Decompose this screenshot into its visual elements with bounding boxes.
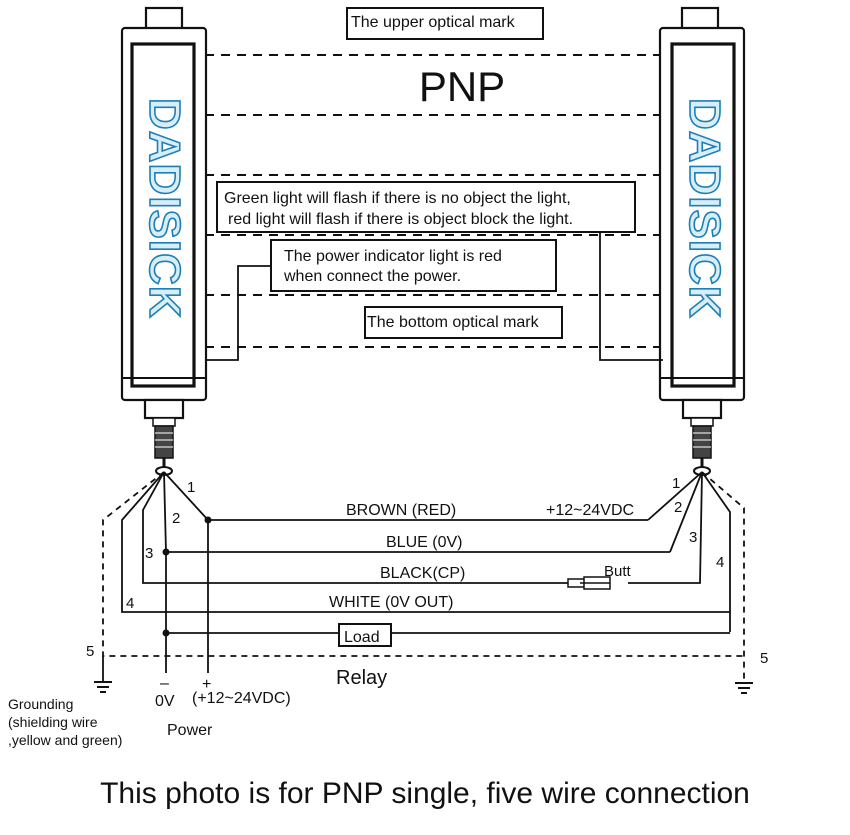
pin-number: 1 bbox=[672, 475, 680, 492]
ground-icon bbox=[94, 656, 112, 693]
junction-dot bbox=[204, 516, 212, 524]
brand-logo: DADISICK bbox=[140, 98, 189, 319]
caption: This photo is for PNP single, five wire … bbox=[100, 777, 750, 810]
right-wire-1 bbox=[647, 471, 703, 521]
left-wire-black bbox=[142, 471, 580, 584]
right-wire-ground bbox=[701, 471, 745, 683]
relay-label: Relay bbox=[336, 667, 387, 689]
connector-knurl bbox=[692, 425, 712, 459]
power-indicator-note: The power indicator light is red when co… bbox=[270, 239, 557, 292]
diagram-heading: PNP bbox=[419, 63, 505, 110]
bar-lens bbox=[670, 42, 736, 388]
power-note-leader bbox=[206, 265, 271, 361]
upper-mark-note: The upper optical mark bbox=[346, 7, 544, 40]
top-cap bbox=[144, 6, 184, 32]
black-wire-label: BLACK(CP) bbox=[380, 565, 465, 582]
right-receiver-bar: DADISICK bbox=[658, 6, 746, 476]
left-emitter-bar: DADISICK bbox=[120, 6, 208, 476]
butt-label: Butt bbox=[604, 563, 632, 580]
minus-sign: – bbox=[160, 675, 169, 692]
pin-number: 4 bbox=[716, 554, 724, 571]
bottom-plug bbox=[681, 398, 723, 420]
pin-number: 5 bbox=[86, 643, 94, 660]
ground-icon bbox=[735, 682, 753, 694]
grounding-line3: ,yellow and green) bbox=[8, 732, 122, 748]
brown-wire-label: BROWN (RED) bbox=[346, 502, 456, 519]
left-wire-white bbox=[121, 471, 730, 613]
bottom-plug bbox=[143, 398, 185, 420]
pin-number: 3 bbox=[145, 545, 153, 562]
junction-dot bbox=[162, 548, 170, 556]
brand-logo: DADISICK bbox=[680, 98, 729, 319]
top-cap bbox=[680, 6, 720, 32]
left-wire-1 bbox=[163, 471, 209, 521]
butt-splice bbox=[567, 576, 611, 590]
pin-number: 1 bbox=[187, 479, 195, 496]
right-wire-white bbox=[701, 471, 731, 632]
upper-mark-label: The upper optical mark bbox=[351, 14, 516, 31]
pin-number: 2 bbox=[674, 499, 682, 516]
left-cable-fanout bbox=[102, 471, 744, 657]
right-wire-black bbox=[628, 471, 703, 584]
flash-note-line1: Green light will flash if there is no ob… bbox=[224, 190, 571, 207]
flash-note-leader bbox=[595, 231, 663, 361]
bottom-mark-label: The bottom optical mark bbox=[367, 314, 540, 331]
grounding-line2: (shielding wire bbox=[8, 714, 98, 730]
pin-number: 3 bbox=[689, 529, 697, 546]
optical-beams bbox=[205, 54, 663, 348]
supply-voltage-label: +12~24VDC bbox=[546, 502, 634, 519]
grounding-line1: Grounding bbox=[8, 696, 73, 712]
bar-lens bbox=[130, 42, 196, 388]
junction-dot bbox=[162, 629, 170, 637]
power-label: Power bbox=[167, 722, 213, 739]
pin-number: 4 bbox=[126, 595, 134, 612]
load-label: Load bbox=[344, 629, 380, 646]
left-wire-ground bbox=[102, 471, 744, 657]
right-wire-2 bbox=[669, 471, 703, 553]
power-supply-label: (+12~24VDC) bbox=[192, 690, 291, 707]
power-note-line2: when connect the power. bbox=[283, 268, 461, 285]
power-note-line1: The power indicator light is red bbox=[284, 248, 502, 265]
cable-gland bbox=[152, 417, 176, 427]
load-box: Load bbox=[338, 623, 392, 647]
white-wire-label: WHITE (0V OUT) bbox=[329, 594, 453, 611]
flash-note: Green light will flash if there is no ob… bbox=[216, 181, 636, 233]
zero-volt-label: 0V bbox=[155, 693, 175, 710]
cable-gland bbox=[690, 417, 714, 427]
pin-number: 5 bbox=[760, 650, 768, 667]
right-cable-fanout bbox=[628, 471, 745, 683]
pin-number: 2 bbox=[172, 510, 180, 527]
plus-sign: + bbox=[202, 676, 211, 693]
blue-wire-label: BLUE (0V) bbox=[386, 534, 462, 551]
connector-knurl bbox=[154, 425, 174, 459]
bottom-mark-note: The bottom optical mark bbox=[364, 306, 563, 339]
left-wire-3 bbox=[163, 471, 167, 553]
flash-note-line2: red light will flash if there is object … bbox=[228, 211, 573, 228]
